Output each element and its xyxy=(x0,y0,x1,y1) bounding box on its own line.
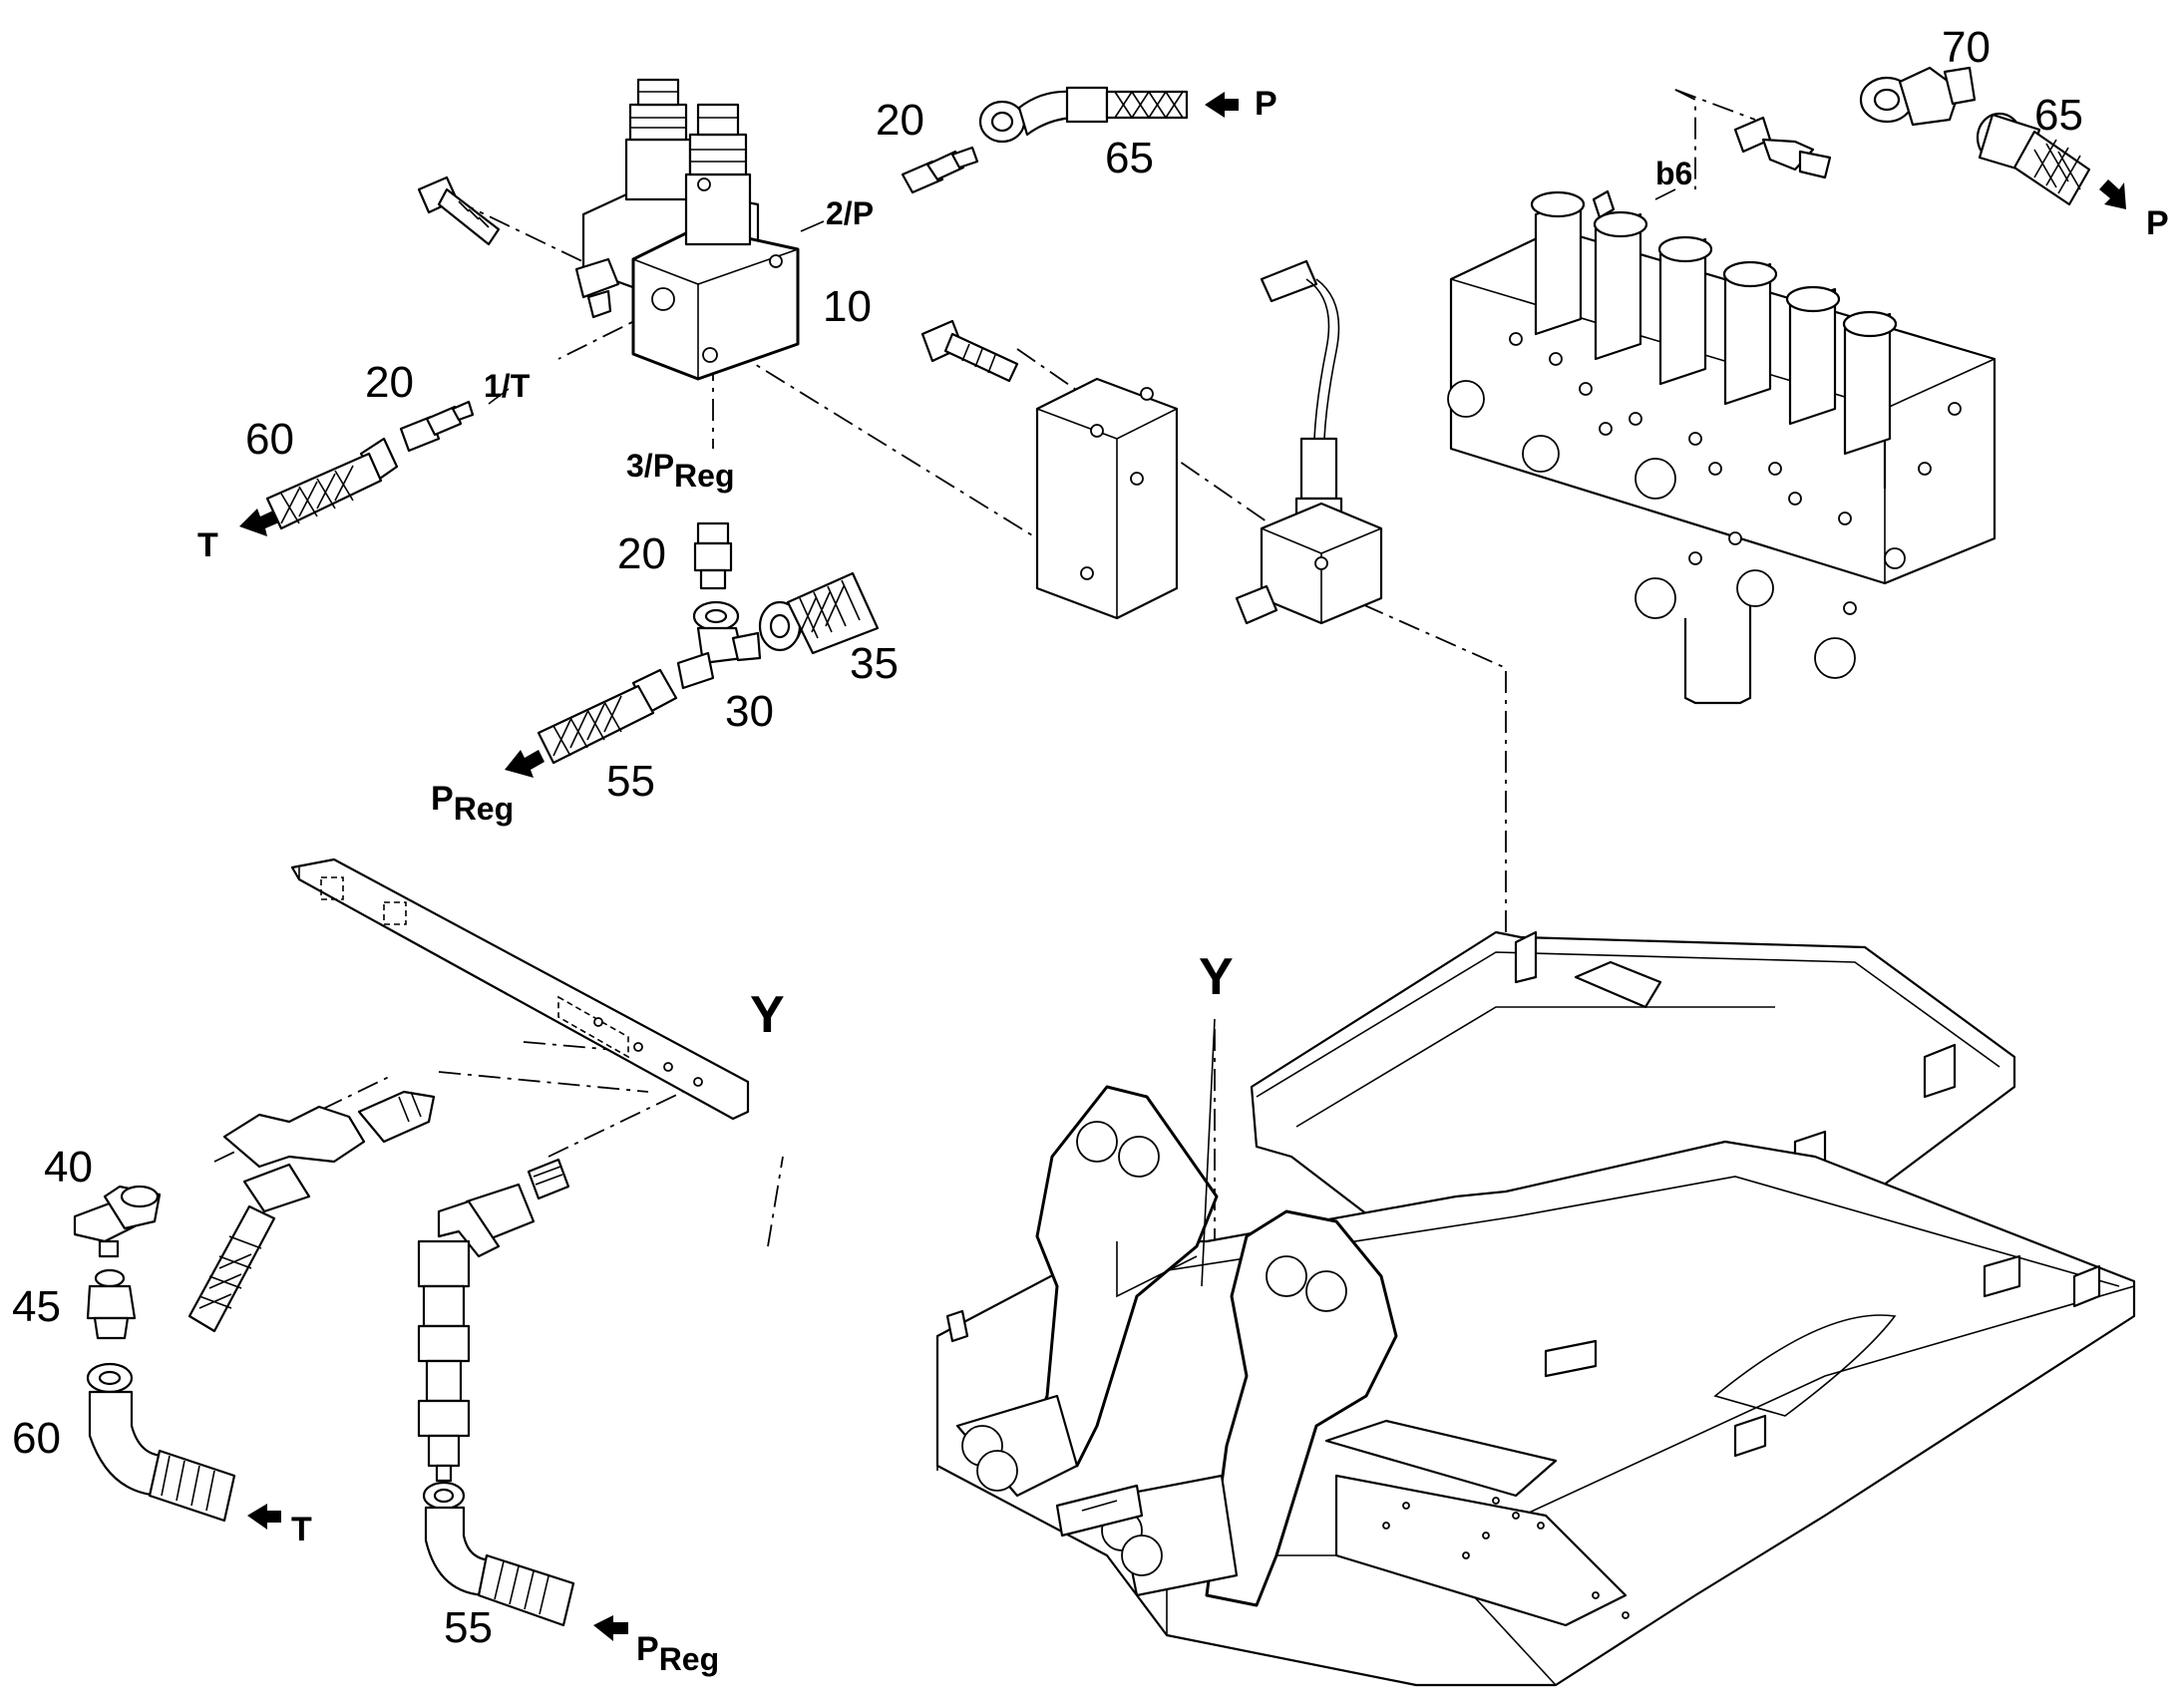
flow-preg-bottom-label: PReg xyxy=(636,1630,719,1677)
leader-lines xyxy=(488,188,1676,1287)
port-labels: 2/P 1/T 3/PReg b6 xyxy=(484,156,1692,494)
part-45-label: 45 xyxy=(12,1282,61,1331)
flow-arrow-p-top xyxy=(1205,92,1239,118)
part-35-label: 35 xyxy=(850,639,899,688)
hose-65-right xyxy=(1976,112,2091,206)
view-y-left-label: Y xyxy=(750,986,785,1044)
flow-p-right-label: P xyxy=(2146,204,2169,242)
flow-preg-mid-label: PReg xyxy=(431,780,514,827)
port-b6-label: b6 xyxy=(1655,156,1692,191)
flow-arrow-preg-bottom xyxy=(593,1615,628,1641)
plate-bolt xyxy=(920,319,1019,383)
pressure-sensor xyxy=(1235,259,1383,625)
flow-arrow-p-right xyxy=(2099,179,2126,209)
hose-55-mid xyxy=(537,668,678,765)
part-30-label: 30 xyxy=(725,687,774,736)
part-20-mid-label: 20 xyxy=(617,529,666,578)
machine-frame xyxy=(935,930,2136,1687)
tee-fitting-30 xyxy=(676,600,762,690)
part-20-left-label: 20 xyxy=(365,358,414,407)
port-2p-label: 2/P xyxy=(826,195,874,231)
part-65-top-label: 65 xyxy=(1105,134,1154,182)
plug-35 xyxy=(758,571,880,655)
mounting-plate xyxy=(1035,377,1179,620)
flow-t-bottom-label: T xyxy=(291,1511,312,1548)
fitting-20-left xyxy=(399,400,475,453)
flow-p-top-label: P xyxy=(1255,85,1277,123)
part-60-bottom-label: 60 xyxy=(12,1414,61,1463)
elbow-fitting-70 xyxy=(1859,66,1977,127)
flow-arrow-t-bottom xyxy=(247,1504,281,1530)
hose-60-left xyxy=(265,437,399,530)
part-number-labels: 20 65 10 20 60 20 35 30 55 70 65 40 45 6… xyxy=(12,23,2083,1652)
main-control-valve xyxy=(1447,189,1997,705)
view-y-right-label: Y xyxy=(1199,948,1234,1006)
detail-y-rail xyxy=(290,857,750,1121)
valve-block-10 xyxy=(574,78,800,381)
port-3p-label: 3/PReg xyxy=(626,448,734,494)
fitting-40 xyxy=(73,1185,162,1258)
port-1t-label: 1/T xyxy=(484,368,531,404)
part-40-label: 40 xyxy=(44,1143,93,1192)
hose-65-top xyxy=(978,86,1189,144)
part-65-right-label: 65 xyxy=(2034,91,2083,140)
part-10-label: 10 xyxy=(823,282,872,331)
hose-55-bottom xyxy=(417,1158,575,1627)
fitting-20-mid xyxy=(693,521,733,590)
flow-arrow-t-left xyxy=(239,509,279,536)
mounting-bolt xyxy=(417,175,501,246)
flow-t-left-label: T xyxy=(197,526,218,564)
fitting-20-top xyxy=(901,146,979,194)
fitting-45 xyxy=(86,1268,137,1340)
view-markers: Y Y xyxy=(750,948,1234,1044)
part-70-label: 70 xyxy=(1942,23,1991,72)
detail-y-fittings xyxy=(187,1090,436,1333)
part-55-mid-label: 55 xyxy=(606,757,655,806)
part-60-left-label: 60 xyxy=(245,415,294,464)
flow-direction-labels: P T PReg P T PReg xyxy=(197,85,2169,1677)
hose-60-bottom xyxy=(86,1362,236,1523)
tee-fitting-b6 xyxy=(1733,116,1832,179)
flow-arrow-preg-mid xyxy=(505,750,545,778)
part-20-top-label: 20 xyxy=(876,96,924,145)
part-55-bottom-label: 55 xyxy=(444,1603,493,1652)
